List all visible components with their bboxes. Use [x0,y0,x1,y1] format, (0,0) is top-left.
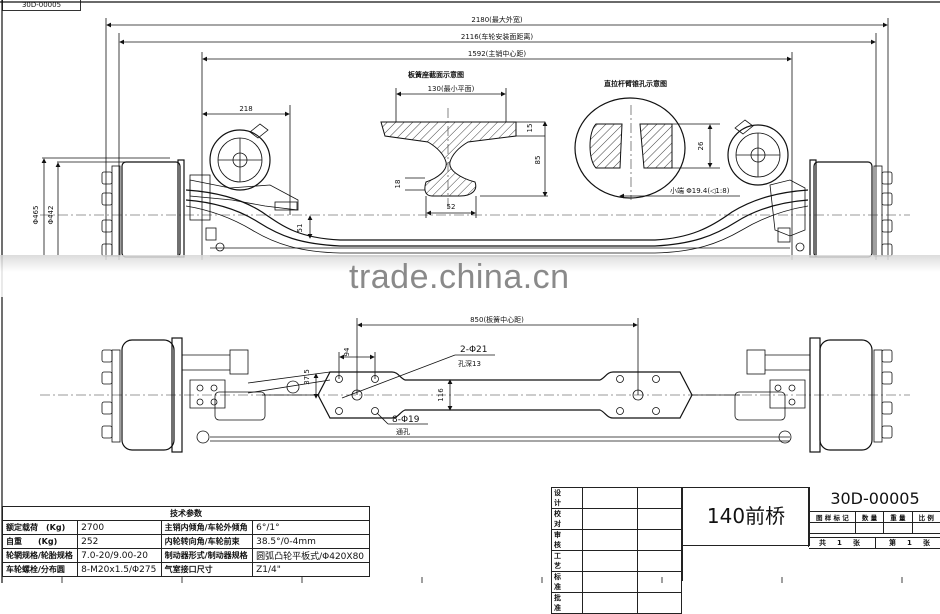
dim-min-plane: 130(最小平面) [428,84,475,93]
table-row: 车轮螺栓/分布圆 8-M20x1.5/Φ275 气室接口尺寸 Z1/4" [1,562,370,577]
dim-brake-mount: 2116(车轮安装面距离) [461,32,534,41]
dim-218: 218 [239,105,252,113]
svg-text:15: 15 [526,124,534,133]
dim-overall-width: 2180(最大外宽) [471,15,523,24]
tech-params-table: 技术参数 额定载荷 (Kg) 2700 主销内倾角/车轮外倾角 6°/1° 自重… [1,506,370,577]
svg-text:通孔: 通孔 [396,427,410,436]
callout-hole-b: 8-Φ19 [392,415,420,425]
watermark-band [0,255,940,297]
svg-text:85: 85 [534,156,542,165]
svg-text:37.5: 37.5 [303,369,311,385]
table-row: 额定载荷 (Kg) 2700 主销内倾角/车轮外倾角 6°/1° [1,520,370,535]
tech-params-title: 技术参数 [2,506,370,521]
table-row: 自重 (Kg) 252 内轮转向角/车轮前束 38.5°/0-4mm [1,534,370,549]
title-block-blank [682,545,809,581]
spring-seat-section: 板簧座截面示意图 130(最小平面) 15 85 18 52 [380,70,548,218]
dim-drum-outer: Φ465 [32,206,40,225]
taper-note: 小端 Φ19.4(◁1:8) [670,186,730,195]
section-title: 板簧座截面示意图 [408,70,464,79]
svg-text:52: 52 [447,203,456,211]
dim-drop: 51 [296,224,304,233]
part-name: 140前桥 [682,487,810,546]
svg-text:18: 18 [394,180,402,189]
title-block-info: 30D-00005 图 样 标 记 数 量 重 量 比 例 共 1 张 第 1 … [808,487,940,549]
svg-text:26: 26 [697,141,705,150]
tie-rod-arm-taper-detail: 直拉杆臂锥孔示意图 26 小端 Φ19.4(◁1:8) [574,79,740,200]
dim-spring-center: 850(板簧中心距) [470,315,524,324]
watermark-text: trade.china.cn [349,258,570,296]
sheet-count: 共 1 张 第 1 张 [809,537,940,549]
title-block-grid: 图 样 标 记 数 量 重 量 比 例 [809,511,940,534]
svg-text:94: 94 [343,347,351,356]
dim-drum-inner: Φ442 [47,206,55,225]
svg-text:116: 116 [437,388,445,402]
svg-text:孔深13: 孔深13 [458,359,481,368]
drawing-number: 30D-00005 [830,489,920,508]
dim-kingpin: 1592(主销中心距) [468,49,527,58]
table-row: 轮辋规格/轮胎规格 7.0-20/9.00-20 制动器形式/制动器规格 圆弧凸… [1,548,370,563]
title-block-roles: 设 计 校 对 审 核 工 艺 标 准 批 准 [551,487,682,614]
callout-hole-a: 2-Φ21 [460,345,488,355]
bottom-view-axle: 850(板簧中心距) 94 37.5 116 2-Φ21 孔深13 8-Φ19 … [40,315,910,453]
detail-title: 直拉杆臂锥孔示意图 [604,79,667,88]
